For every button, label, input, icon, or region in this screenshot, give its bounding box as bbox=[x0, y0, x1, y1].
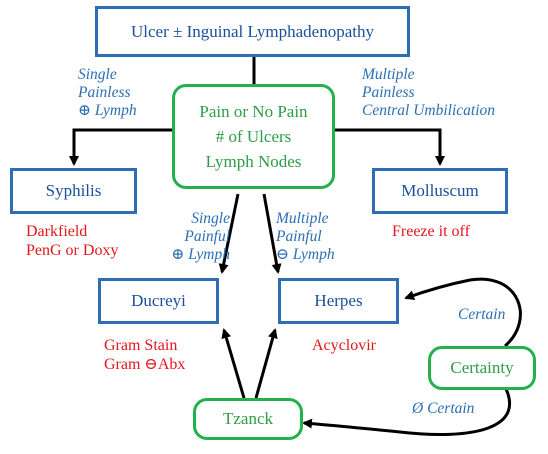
syphilis-edge-line-3: Lymph bbox=[94, 102, 137, 119]
herpes-edge-line-3: Lymph bbox=[292, 246, 335, 263]
syphilis-edge-line-2: Painless bbox=[78, 84, 131, 101]
arrow-to-ducreyi bbox=[218, 193, 240, 274]
plus-circle-icon: ⊕ bbox=[171, 246, 185, 263]
molluscum-treatment: Freeze it off bbox=[392, 223, 470, 240]
plus-circle-icon: ⊕ bbox=[78, 102, 91, 119]
arrow-tzanck-to-ducreyi bbox=[221, 328, 246, 399]
ducreyi-treatment-line-2: Gram ⊖Abx bbox=[104, 356, 186, 373]
arrow-to-molluscum bbox=[335, 128, 445, 166]
criteria-node: Pain or No Pain # of Ulcers Lymph Nodes bbox=[172, 84, 335, 189]
herpes-treatment: Acyclovir bbox=[312, 337, 376, 354]
syphilis-label: Syphilis bbox=[45, 181, 102, 200]
ducreyi-node: Ducreyi bbox=[98, 278, 219, 324]
criteria-line-2: # of Ulcers bbox=[215, 127, 292, 146]
criteria-line-1: Pain or No Pain bbox=[199, 102, 308, 121]
ducreyi-treatment: Gram Stain Gram ⊖Abx bbox=[104, 336, 185, 374]
certainty-node: Certainty bbox=[428, 346, 536, 390]
ducreyi-edge-label: Single Painful ⊕ Lymph bbox=[148, 210, 230, 264]
tzanck-node: Tzanck bbox=[193, 398, 303, 440]
molluscum-edge-line-2: Painless bbox=[362, 84, 415, 101]
molluscum-edge-label: Multiple Painless Central Umbilication bbox=[362, 66, 495, 120]
molluscum-label: Molluscum bbox=[401, 181, 479, 200]
ducreyi-label: Ducreyi bbox=[131, 291, 186, 310]
ducreyi-edge-line-2: Painful bbox=[184, 228, 230, 245]
ducreyi-edge-line-1: Single bbox=[191, 210, 230, 227]
arrow-to-syphilis bbox=[69, 128, 172, 166]
syphilis-edge-line-1: Single bbox=[78, 66, 117, 83]
arrow-tzanck-to-herpes bbox=[254, 328, 278, 399]
arrow-to-herpes bbox=[262, 193, 282, 274]
criteria-line-3: Lymph Nodes bbox=[205, 152, 302, 171]
root-node-label: Ulcer ± Inguinal Lymphadenopathy bbox=[130, 21, 374, 41]
syphilis-treatment-line-1: Darkfield bbox=[26, 223, 88, 240]
certain-edge-label: Certain bbox=[458, 306, 506, 323]
syphilis-edge-label: Single Painless ⊕ Lymph bbox=[78, 66, 137, 120]
molluscum-edge-line-1: Multiple bbox=[362, 66, 415, 83]
minus-circle-icon: ⊖ bbox=[276, 246, 289, 263]
arrow-certainty-to-herpes bbox=[404, 277, 522, 348]
molluscum-node: Molluscum bbox=[372, 168, 508, 214]
syphilis-node: Syphilis bbox=[10, 168, 137, 214]
arrow-certainty-to-tzanck bbox=[302, 382, 511, 436]
root-node: Ulcer ± Inguinal Lymphadenopathy bbox=[95, 6, 410, 57]
molluscum-edge-line-3: Central Umbilication bbox=[362, 102, 496, 119]
syphilis-treatment: Darkfield PenG or Doxy bbox=[26, 222, 118, 260]
syphilis-treatment-line-2: PenG or Doxy bbox=[26, 242, 119, 259]
certainty-label: Certainty bbox=[450, 358, 514, 377]
ducreyi-edge-line-3: Lymph bbox=[188, 246, 230, 263]
herpes-edge-line-2: Painful bbox=[276, 228, 322, 245]
herpes-edge-label: Multiple Painful ⊖ Lymph bbox=[276, 210, 335, 264]
herpes-edge-line-1: Multiple bbox=[276, 210, 329, 227]
not-certain-edge-label: Ø Certain bbox=[412, 400, 475, 417]
herpes-label: Herpes bbox=[314, 291, 363, 310]
ducreyi-treatment-line-1: Gram Stain bbox=[104, 337, 178, 354]
herpes-node: Herpes bbox=[278, 278, 399, 324]
tzanck-label: Tzanck bbox=[222, 409, 274, 428]
